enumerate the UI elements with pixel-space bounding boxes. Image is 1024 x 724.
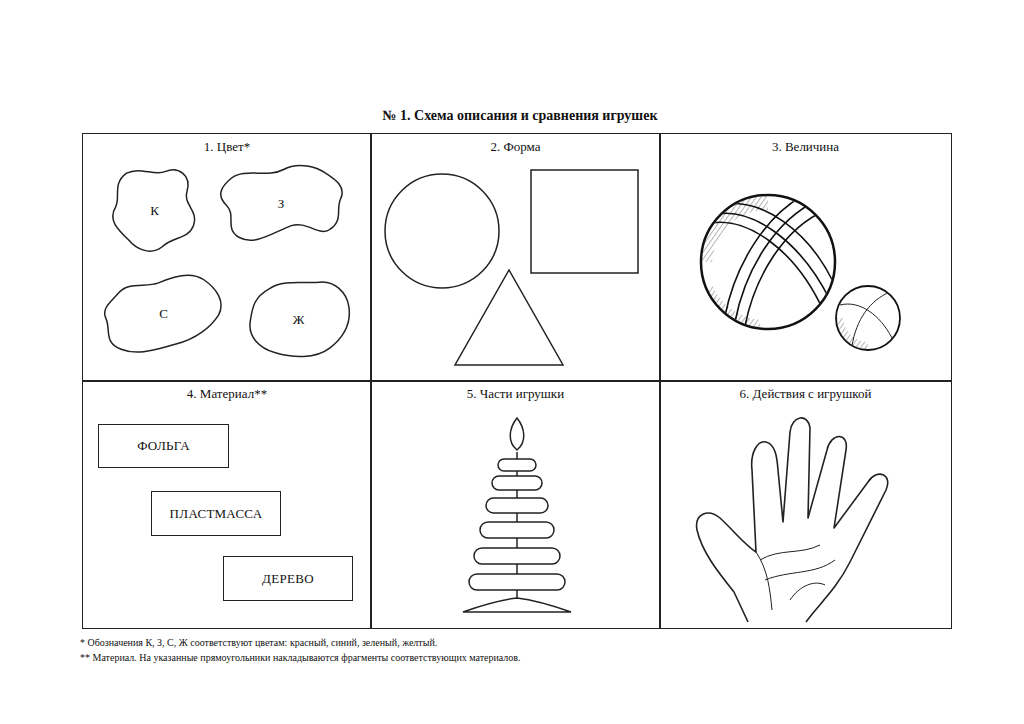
cell-heading: 4. Материал**	[83, 381, 371, 402]
color-blob: З	[216, 161, 346, 246]
cell-heading: 5. Части игрушки	[371, 381, 660, 402]
small-ball	[836, 286, 900, 350]
cell-heading: 2. Форма	[371, 134, 660, 155]
hand-drawing	[697, 418, 888, 622]
footnote: ** Материал. На указанные прямоугольники…	[80, 652, 521, 663]
circle-shape	[385, 174, 499, 288]
triangle-shape	[455, 270, 563, 365]
color-letter: С	[159, 306, 168, 322]
scheme-cell: 1. Цвет* К З С Ж	[82, 133, 372, 382]
cell-heading: 3. Величина	[660, 134, 951, 155]
footnote: * Обозначения К, З, С, Ж соответствуют ц…	[80, 637, 437, 648]
scheme-cell: 4. Материал** ФОЛЬГА ПЛАСТМАССА ДЕРЕВО	[82, 380, 372, 629]
scheme-cell: 5. Части игрушки	[370, 380, 661, 629]
color-blob: К	[108, 166, 201, 256]
cell-heading: 6. Действия с игрушкой	[660, 381, 951, 402]
material-name: ПЛАСТМАССА	[170, 506, 263, 522]
scheme-cell: 3. Величина	[659, 133, 952, 382]
color-letter: К	[150, 203, 159, 219]
material-box: ПЛАСТМАССА	[151, 491, 281, 536]
material-box: ДЕРЕВО	[223, 556, 353, 601]
color-letter: З	[278, 196, 285, 212]
scheme-cell: 6. Действия с игрушкой	[659, 380, 952, 629]
material-name: ДЕРЕВО	[262, 571, 314, 587]
color-letter: Ж	[293, 312, 305, 328]
scheme-cell: 2. Форма	[370, 133, 661, 382]
color-blob: Ж	[246, 279, 351, 361]
diagram-title: № 1. Схема описания и сравнения игрушек	[0, 108, 1024, 124]
cell-heading: 1. Цвет*	[83, 134, 371, 155]
material-name: ФОЛЬГА	[137, 438, 190, 454]
square-shape	[531, 170, 638, 273]
color-blob: С	[101, 271, 226, 356]
material-box: ФОЛЬГА	[98, 424, 229, 468]
big-ball	[700, 193, 836, 330]
pyramid-toy	[463, 418, 571, 612]
